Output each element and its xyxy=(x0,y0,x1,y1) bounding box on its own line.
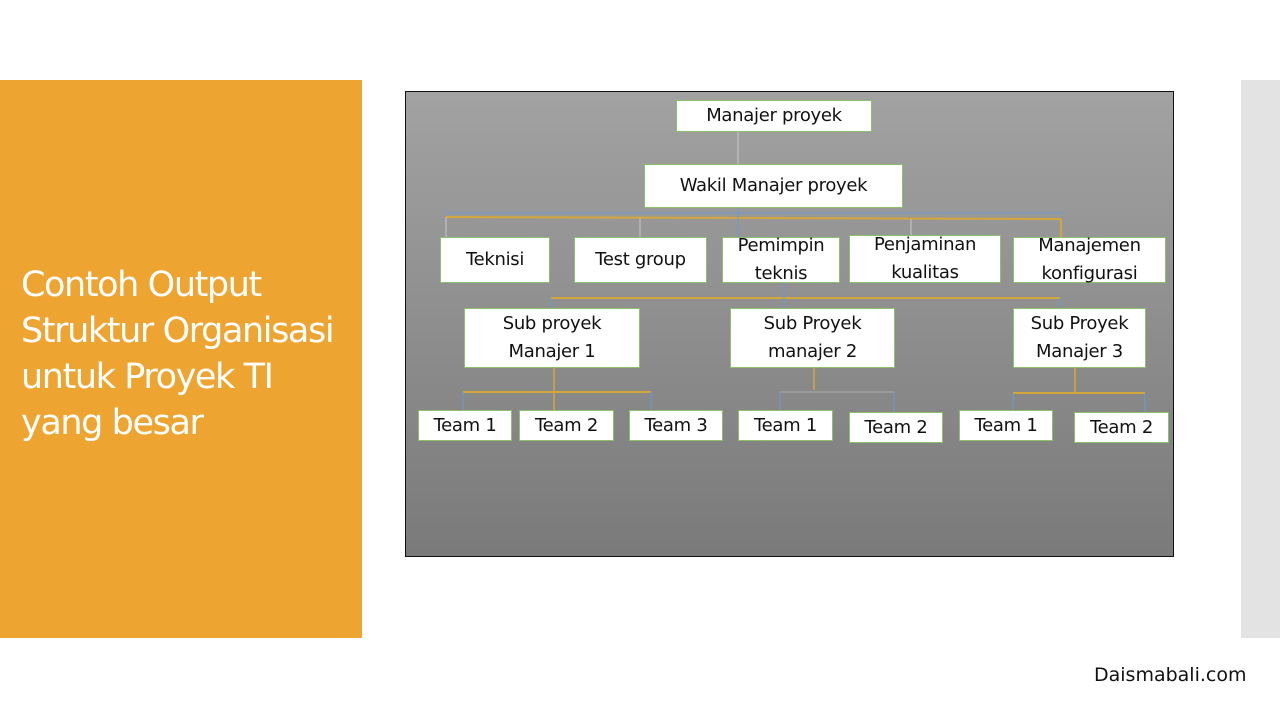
node-team: Team 2 xyxy=(849,412,943,443)
node-wakil-manajer: Wakil Manajer proyek xyxy=(644,164,903,208)
node-team: Team 1 xyxy=(738,410,833,441)
node-team: Team 1 xyxy=(418,410,512,441)
title-panel xyxy=(0,80,362,638)
org-chart-frame: Manajer proyek Wakil Manajer proyek Tekn… xyxy=(405,91,1174,557)
node-team: Team 2 xyxy=(1074,412,1169,443)
side-strip xyxy=(1241,80,1280,638)
slide-title: Contoh Output Struktur Organisasi untuk … xyxy=(21,265,335,443)
node-team: Team 1 xyxy=(959,410,1053,441)
node-sub-manajer-3: Sub Proyek Manajer 3 xyxy=(1013,308,1146,368)
node-team: Team 3 xyxy=(629,410,723,441)
node-manajer-proyek: Manajer proyek xyxy=(676,100,872,132)
node-test-group: Test group xyxy=(574,237,707,283)
watermark: Daismabali.com xyxy=(1094,664,1247,686)
node-team: Team 2 xyxy=(519,410,614,441)
connector-deputy-bus-gold xyxy=(445,216,1062,220)
node-penjaminan-kualitas: Penjaminan kualitas xyxy=(849,234,1001,283)
node-teknisi: Teknisi xyxy=(440,237,550,283)
connector-lines xyxy=(445,132,1146,412)
node-manajemen-konfigurasi: Manajemen konfigurasi xyxy=(1013,235,1166,284)
node-sub-manajer-2: Sub Proyek manajer 2 xyxy=(730,308,895,368)
node-pemimpin-teknis: Pemimpin teknis xyxy=(722,235,840,284)
node-sub-manajer-1: Sub proyek Manajer 1 xyxy=(464,308,640,368)
